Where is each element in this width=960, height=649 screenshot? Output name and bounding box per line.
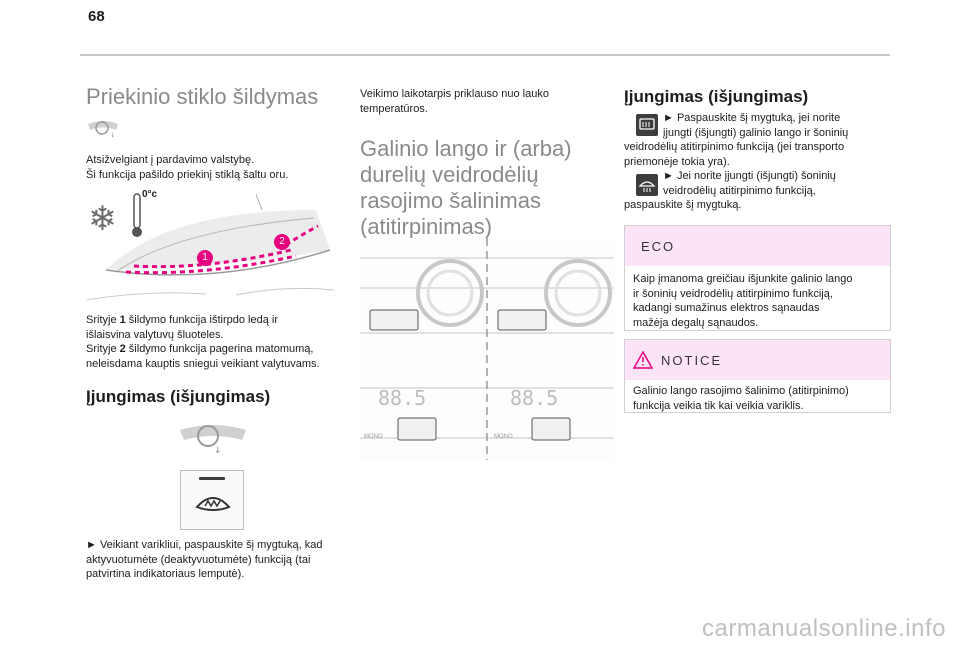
svg-text:↓: ↓ xyxy=(214,446,222,456)
temperature-label: 0°c xyxy=(142,189,158,200)
mono-label: MONO xyxy=(364,434,383,440)
intro-line: Atsižvelgiant į pardavimo valstybę. xyxy=(86,154,255,166)
steering-wheel-icon: ↓ xyxy=(178,420,248,461)
svg-text:❄: ❄ xyxy=(88,199,117,239)
notice-line: funkcija veikia tik kai veikia variklis. xyxy=(633,399,804,412)
instruction-line: įjungti (išjungti) galinio lango ir šoni… xyxy=(663,126,849,139)
panel-display: 88.5 xyxy=(378,386,427,410)
zone1-description: Srityje 1 šildymo funkcija ištirpdo ledą… xyxy=(86,314,278,326)
zone2-description: Srityje 2 šildymo funkcija pagerina mato… xyxy=(86,343,314,355)
warning-icon xyxy=(633,351,653,369)
instruction-line: patvirtina indikatoriaus lemputė). xyxy=(86,568,245,580)
instruction-line: ► Jei norite įjungti (išjungti) šoninių xyxy=(663,170,836,182)
eco-line: Kaip įmanoma greičiau išjunkite galinio … xyxy=(633,273,853,285)
section-title-rear-defrost-line: rasojimo šalinimas xyxy=(360,188,541,213)
mirror-defrost-button-icon[interactable] xyxy=(636,174,658,201)
eco-line: mažėja degalų sąnaudos. xyxy=(633,316,759,329)
figure-marker-2: 2 xyxy=(274,234,290,250)
section-title-activation: Įjungimas (išjungimas) xyxy=(86,387,271,406)
notice-box: NOTICE Galinio lango rasojimo šalinimo (… xyxy=(624,339,891,413)
windscreen-figure: ❄ xyxy=(85,190,335,301)
notice-line: Galinio lango rasojimo šalinimo (atitirp… xyxy=(633,385,849,397)
instruction-line: aktyvuotumėte (deaktyvuotumėte) funkciją… xyxy=(86,553,311,566)
mono-label: MONO xyxy=(494,434,513,440)
rear-defrost-icon xyxy=(636,114,658,136)
indicator-light xyxy=(199,477,225,480)
zone1-description-cont: išlaisvina valytuvų šluoteles. xyxy=(86,328,224,341)
mirror-defrost-icon xyxy=(636,174,658,196)
zone2-description-cont: neleisdama kauptis sniegui veikiant valy… xyxy=(86,357,320,370)
intro-line: temperatūros. xyxy=(360,102,428,115)
eco-box: ECO Kaip įmanoma greičiau išjunkite gali… xyxy=(624,225,891,331)
section-title-rear-defrost-line: durelių veidrodėlių xyxy=(360,162,539,187)
panel-display: 88.5 xyxy=(510,386,559,410)
dashboard-panel-figure: 88.5 88.5 MONO MONO xyxy=(360,238,614,460)
instruction-line: paspauskite šį mygtuką. xyxy=(624,199,742,211)
section-title-rear-defrost: Galinio lango ir (arba) xyxy=(360,136,572,161)
eco-line: ir šoninių veidrodėlių atitirpinimo funk… xyxy=(633,287,833,300)
instruction-line: ► Veikiant varikliui, paspauskite šį myg… xyxy=(86,539,323,551)
intro-line: Ši funkcija pašildo priekinį stiklą šalt… xyxy=(86,168,289,181)
intro-line: Veikimo laikotarpis priklauso nuo lauko xyxy=(360,88,549,100)
eco-line: kadangi sumažinus elektros sąnaudas xyxy=(633,302,820,314)
front-defrost-icon xyxy=(195,497,231,511)
instruction-line: veidrodėlių atitirpinimo funkciją (jei t… xyxy=(624,141,845,153)
instruction-line: veidrodėlių atitirpinimo funkciją, xyxy=(663,184,816,197)
rear-window-defrost-button-icon[interactable] xyxy=(636,114,658,141)
section-title-windscreen-heating: Priekinio stiklo šildymas xyxy=(86,84,319,109)
watermark: carmanualsonline.info xyxy=(702,615,946,642)
instruction-line: priemonėje tokia yra). xyxy=(624,155,730,168)
snowflake-icon: ❄ xyxy=(88,199,117,239)
section-title-activation-rear: Įjungimas (išjungimas) xyxy=(624,87,809,106)
notice-title: NOTICE xyxy=(661,352,723,368)
steering-wheel-icon: ↓ xyxy=(86,116,120,143)
figure-marker-1: 1 xyxy=(197,250,213,266)
header-divider xyxy=(80,54,890,56)
eco-title: ECO xyxy=(625,226,890,266)
instruction-line: ► Paspauskite šį mygtuką, jei norite xyxy=(663,112,841,124)
windscreen-heating-button[interactable] xyxy=(180,470,244,530)
page-number: 68 xyxy=(88,8,105,25)
section-title-rear-defrost-line: (atitirpinimas) xyxy=(360,214,493,239)
svg-text:↓: ↓ xyxy=(110,132,115,138)
